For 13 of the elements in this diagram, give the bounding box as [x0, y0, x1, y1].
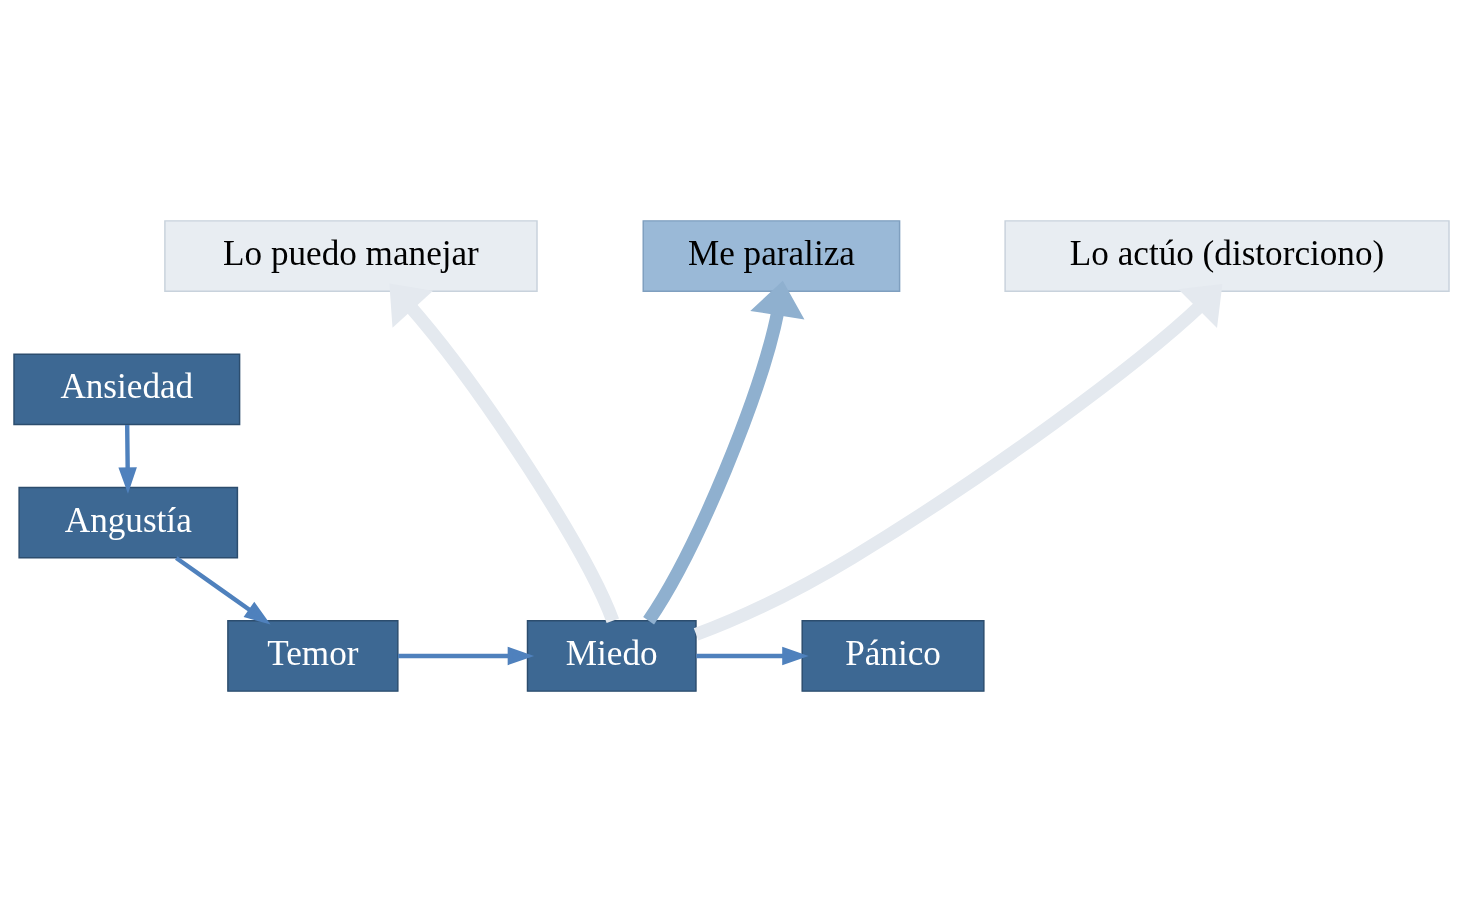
node-box: Angustía: [18, 486, 239, 559]
node-box: Temor: [227, 619, 399, 692]
node-box: Lo actúo (distorciono): [1004, 219, 1450, 292]
arrow: [175, 555, 271, 625]
node-box: Me paraliza: [642, 219, 901, 292]
arrow: [118, 424, 137, 494]
node-box: Ansiedad: [13, 352, 241, 425]
node-box: Pánico: [801, 619, 985, 692]
arrow: [696, 646, 809, 665]
node-box: Miedo: [526, 619, 697, 692]
arrow: [398, 646, 535, 665]
node-box: Lo puedo manejar: [164, 219, 538, 292]
arrow: [643, 280, 805, 624]
